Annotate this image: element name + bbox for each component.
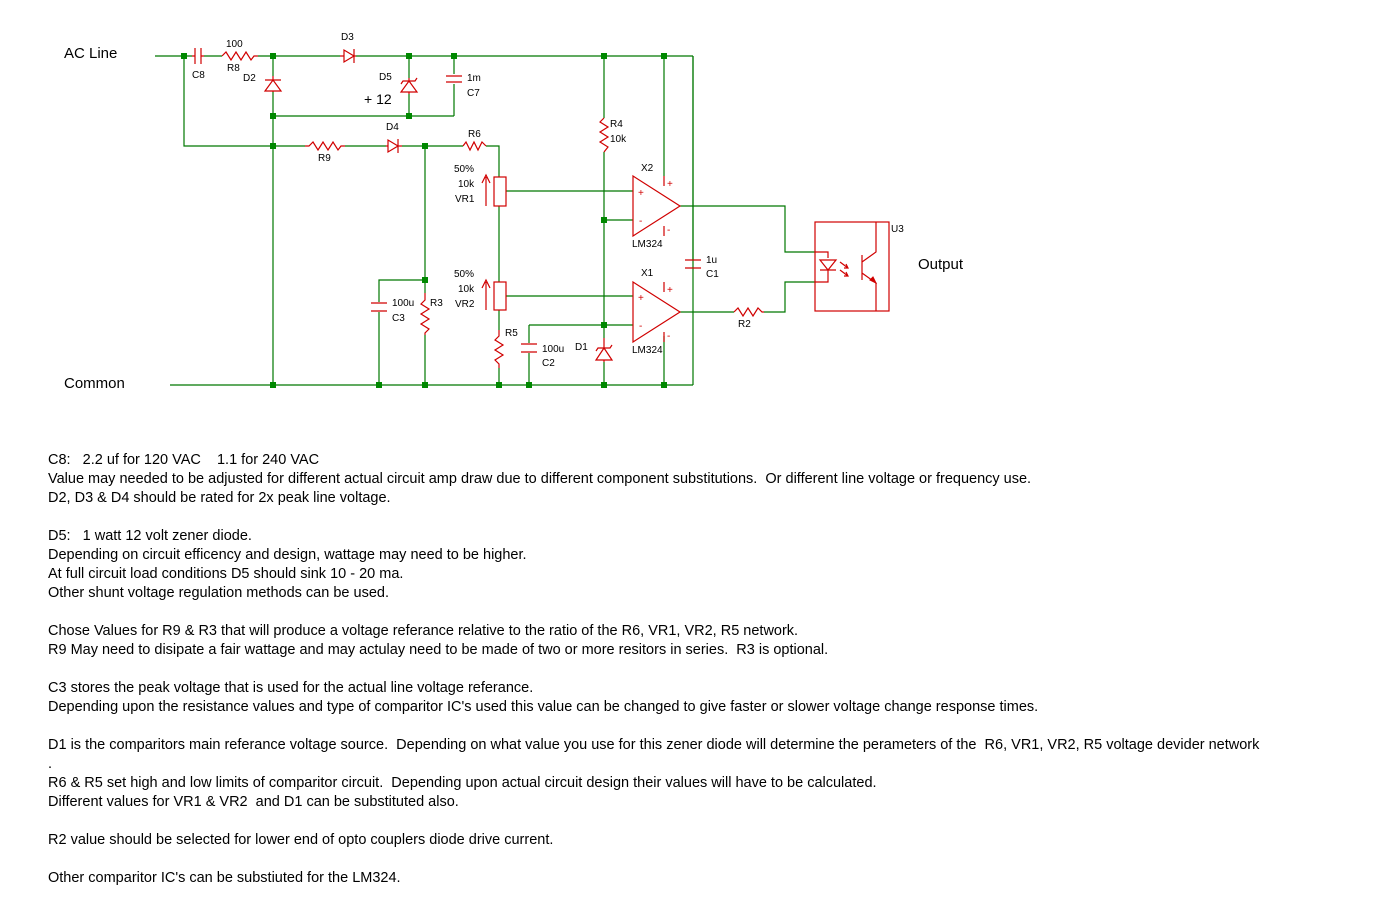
c3-value-label: 100u bbox=[392, 298, 414, 309]
optocoupler-u3 bbox=[814, 221, 890, 312]
x1-in-plus-pin: + bbox=[638, 293, 644, 304]
wires bbox=[155, 55, 815, 386]
note-line: D1 is the comparitors main referance vol… bbox=[48, 737, 1260, 753]
c3-label: C3 bbox=[392, 313, 405, 324]
design-notes: C8: 2.2 uf for 120 VAC 1.1 for 240 VAC V… bbox=[48, 451, 1368, 888]
capacitor-c2 bbox=[521, 343, 537, 353]
ac-line-label: AC Line bbox=[64, 45, 117, 62]
c1-label: C1 bbox=[706, 269, 719, 280]
note-line: Chose Values for R9 & R3 that will produ… bbox=[48, 623, 799, 639]
x2-in-plus-pin: + bbox=[638, 188, 644, 199]
resistor-r8 bbox=[221, 50, 258, 62]
note-line: At full circuit load conditions D5 shoul… bbox=[48, 566, 404, 582]
r5-label: R5 bbox=[505, 328, 518, 339]
note-line: D5: 1 watt 12 volt zener diode. bbox=[48, 528, 252, 544]
note-line: R2 value should be selected for lower en… bbox=[48, 832, 554, 848]
resistor-r3 bbox=[419, 293, 431, 335]
c7-value-label: 1m bbox=[467, 73, 481, 84]
potentiometer-vr2 bbox=[481, 278, 507, 311]
c1-value-label: 1u bbox=[706, 255, 717, 266]
x2-label: X2 bbox=[641, 163, 654, 174]
note-line: Other comparitor IC's can be substiuted … bbox=[48, 870, 401, 886]
x1-minus-pin: - bbox=[667, 331, 670, 342]
note-blank bbox=[48, 850, 1368, 869]
x1-plus-pin: + bbox=[667, 285, 673, 296]
vr2-label: VR2 bbox=[455, 299, 475, 310]
x2-in-minus-pin: - bbox=[639, 216, 642, 227]
d1-label: D1 bbox=[575, 342, 588, 353]
zener-diode-d5 bbox=[399, 77, 419, 94]
capacitor-c7 bbox=[446, 75, 462, 83]
lm324-bottom-label: LM324 bbox=[632, 345, 663, 356]
c2-value-label: 100u bbox=[542, 344, 564, 355]
r9-label: R9 bbox=[318, 153, 331, 164]
output-label: Output bbox=[918, 256, 964, 273]
opamp-x2 bbox=[632, 174, 682, 238]
note-line: Different values for VR1 & VR2 and D1 ca… bbox=[48, 794, 459, 810]
note-blank bbox=[48, 603, 1368, 622]
junction-dots bbox=[181, 53, 667, 388]
note-line: D2, D3 & D4 should be rated for 2x peak … bbox=[48, 490, 391, 506]
potentiometer-vr1 bbox=[481, 173, 507, 207]
vr1-value-label: 10k bbox=[458, 179, 475, 190]
common-label: Common bbox=[64, 375, 125, 392]
d3-label: D3 bbox=[341, 32, 354, 43]
note-blank bbox=[48, 660, 1368, 679]
vr2-value-label: 10k bbox=[458, 284, 475, 295]
x2-minus-pin: - bbox=[667, 225, 670, 236]
x2-plus-pin: + bbox=[667, 179, 673, 190]
vr2-percent-label: 50% bbox=[454, 269, 474, 280]
note-line: Value may needed to be adjusted for diff… bbox=[48, 471, 1032, 487]
circuit-schematic: AC Line Common Output 100 R8 C8 D2 D3 D5… bbox=[64, 32, 964, 392]
r8-value-label: 100 bbox=[226, 39, 243, 50]
resistor-r4 bbox=[598, 117, 610, 153]
zener-diode-d1 bbox=[594, 338, 614, 362]
x1-label: X1 bbox=[641, 268, 654, 279]
note-line: C3 stores the peak voltage that is used … bbox=[48, 680, 534, 696]
capacitor-c3 bbox=[371, 302, 387, 312]
note-line: R9 May need to disipate a fair wattage a… bbox=[48, 642, 829, 658]
plus-12-label: + 12 bbox=[364, 91, 392, 107]
resistor-r6 bbox=[462, 140, 487, 152]
note-line: C8: 2.2 uf for 120 VAC 1.1 for 240 VAC bbox=[48, 452, 320, 468]
lm324-top-label: LM324 bbox=[632, 239, 663, 250]
c7-label: C7 bbox=[467, 88, 480, 99]
c8-label: C8 bbox=[192, 70, 205, 81]
note-blank bbox=[48, 812, 1368, 831]
r6-label: R6 bbox=[468, 129, 481, 140]
diode-d3 bbox=[340, 48, 356, 64]
x1-in-minus-pin: - bbox=[639, 321, 642, 332]
r4-value-label: 10k bbox=[610, 134, 627, 145]
note-line: R6 & R5 set high and low limits of compa… bbox=[48, 775, 877, 791]
note-line: Depending on circuit efficency and desig… bbox=[48, 547, 527, 563]
note-line: Other shunt voltage regulation methods c… bbox=[48, 585, 389, 601]
r8-label: R8 bbox=[227, 63, 240, 74]
vr1-percent-label: 50% bbox=[454, 164, 474, 175]
d5-label: D5 bbox=[379, 72, 392, 83]
diode-d2 bbox=[263, 76, 283, 92]
resistor-r5 bbox=[493, 330, 505, 368]
r3-label: R3 bbox=[430, 298, 443, 309]
vr1-label: VR1 bbox=[455, 194, 475, 205]
c2-label: C2 bbox=[542, 358, 555, 369]
opamp-x1 bbox=[632, 280, 682, 344]
resistor-r2 bbox=[733, 306, 764, 318]
r2-label: R2 bbox=[738, 319, 751, 330]
note-blank bbox=[48, 717, 1368, 736]
d4-label: D4 bbox=[386, 122, 399, 133]
diode-d4 bbox=[386, 138, 402, 154]
u3-label: U3 bbox=[891, 224, 904, 235]
resistor-r9 bbox=[305, 140, 345, 152]
note-line: Depending upon the resistance values and… bbox=[48, 699, 1039, 715]
capacitor-c1 bbox=[685, 259, 701, 269]
r4-label: R4 bbox=[610, 119, 623, 130]
d2-label: D2 bbox=[243, 73, 256, 84]
note-line: . bbox=[48, 756, 53, 772]
capacitor-c8 bbox=[192, 48, 204, 64]
note-blank bbox=[48, 508, 1368, 527]
